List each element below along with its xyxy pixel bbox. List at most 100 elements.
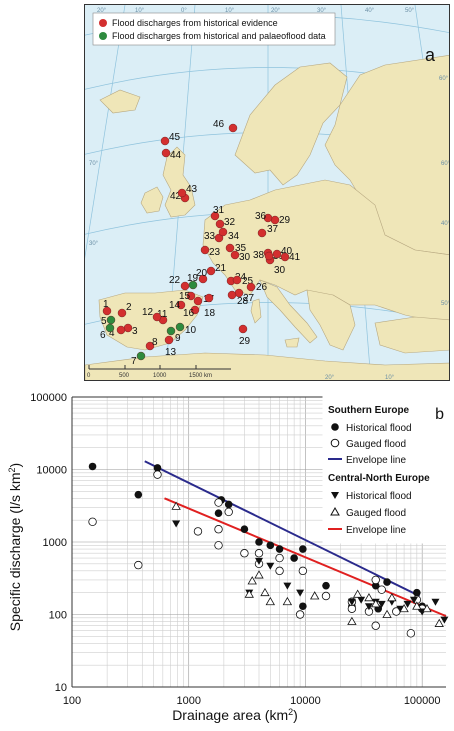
data-point-triangle-down-filled bbox=[403, 600, 412, 608]
flood-site-13-label: 13 bbox=[165, 347, 177, 358]
flood-site-34-marker bbox=[218, 227, 228, 237]
flood-site-26-label: 26 bbox=[256, 282, 268, 293]
data-points bbox=[88, 462, 449, 638]
legend-label-southern-gauged: Gauged flood bbox=[346, 439, 406, 450]
flood-site-1-marker bbox=[102, 306, 112, 316]
flood-site-14-label: 14 bbox=[169, 300, 181, 311]
data-point-triangle-down-filled bbox=[283, 582, 292, 590]
flood-site-7-marker bbox=[136, 351, 146, 361]
y-tick-label: 10 bbox=[55, 682, 67, 694]
flood-site-33-label: 33 bbox=[204, 231, 216, 242]
flood-site-36-marker bbox=[263, 213, 273, 223]
data-point-circle-open bbox=[347, 604, 357, 613]
map-legend: Flood discharges from historical evidenc… bbox=[92, 12, 336, 46]
flood-site-17-marker bbox=[193, 296, 203, 306]
y-tick-label: 10000 bbox=[36, 465, 67, 477]
flood-site-20-marker bbox=[198, 274, 208, 284]
flood-site-21-label: 21 bbox=[215, 263, 227, 274]
data-point-circle-open bbox=[406, 629, 416, 638]
data-point-circle-open bbox=[214, 525, 223, 534]
data-point-triangle-up-open bbox=[265, 596, 276, 606]
legend-label-central-envelope: Envelope line bbox=[346, 525, 406, 536]
data-point-circle-filled bbox=[413, 588, 421, 597]
data-point-circle-filled bbox=[214, 509, 223, 517]
flood-site-20-label: 20 bbox=[196, 268, 208, 279]
graticule-label: 10° bbox=[385, 375, 395, 381]
flood-site-5-marker bbox=[106, 315, 116, 325]
flood-site-44-label: 44 bbox=[170, 150, 182, 161]
flood-site-31-label: 31 bbox=[213, 205, 225, 216]
legend-label-historical: Flood discharges from historical evidenc… bbox=[112, 18, 278, 28]
flood-site-3-label: 3 bbox=[132, 326, 138, 337]
data-point-triangle-up-open bbox=[364, 592, 374, 602]
flood-site-45-marker bbox=[160, 136, 170, 146]
data-point-triangle-up-open bbox=[254, 570, 264, 579]
legend-label-southern-envelope: Envelope line bbox=[346, 455, 406, 466]
flood-site-32-label: 32 bbox=[224, 217, 236, 228]
data-point-triangle-down-filled bbox=[409, 596, 418, 604]
data-point-circle-open bbox=[214, 541, 223, 550]
flood-site-29-marker bbox=[238, 324, 248, 334]
flood-site-12-marker bbox=[152, 312, 162, 322]
graticule-label: 60° bbox=[441, 161, 450, 167]
flood-site-6-label: 6 bbox=[100, 330, 106, 341]
flood-site-26-marker bbox=[246, 282, 256, 292]
flood-site-1-label: 1 bbox=[103, 299, 109, 310]
data-point-triangle-up-open bbox=[371, 599, 381, 608]
flood-site-9-label: 9 bbox=[175, 333, 181, 344]
flood-site-28-marker bbox=[227, 290, 237, 300]
data-point-circle-filled bbox=[299, 545, 307, 553]
data-point-circle-filled bbox=[255, 538, 263, 546]
legend-marker-historical bbox=[99, 19, 107, 27]
x-tick-label: 10000 bbox=[290, 695, 321, 707]
flood-site-33-marker bbox=[214, 233, 224, 243]
graticule-label: 40° bbox=[365, 8, 375, 14]
data-point-triangle-down-filled bbox=[431, 598, 440, 606]
graticule-label: 50° bbox=[441, 301, 450, 307]
flood-site-28-label: 28 bbox=[237, 296, 249, 307]
data-point-circle-filled bbox=[290, 554, 298, 562]
data-point-circle-filled bbox=[383, 578, 391, 586]
flood-site-30-label: 30 bbox=[239, 252, 251, 263]
data-point-triangle-down-filled bbox=[377, 600, 386, 608]
x-tick-label: 100 bbox=[63, 695, 81, 707]
flood-site-44-marker bbox=[161, 148, 171, 158]
data-point-triangle-up-open bbox=[347, 616, 357, 625]
data-point-circle-open bbox=[88, 517, 97, 526]
flood-site-8-label: 8 bbox=[152, 337, 158, 348]
legend-group-southern: Southern Europe bbox=[328, 405, 410, 416]
flood-site-4-marker bbox=[116, 325, 126, 335]
data-point-triangle-down-filled bbox=[255, 557, 263, 565]
chart-legend: Southern Europe Historical flood Gauged … bbox=[322, 396, 452, 544]
legend-label-central-historical: Historical flood bbox=[346, 491, 412, 502]
flood-site-23-label: 23 bbox=[209, 247, 221, 258]
y-axis-label-sup: 2 bbox=[7, 467, 17, 472]
y-axis-label-close: ) bbox=[7, 463, 23, 468]
flood-site-21-marker bbox=[206, 266, 216, 276]
data-point-circle-open bbox=[371, 621, 380, 630]
flood-site-40-marker bbox=[272, 249, 282, 259]
scale-label-1000: 1000 bbox=[153, 373, 167, 379]
flood-site-10-label: 10 bbox=[185, 325, 197, 336]
scale-bar: 0 500 1000 1500 km bbox=[87, 365, 231, 379]
data-point-circle-filled bbox=[371, 581, 380, 590]
data-point-circle-open bbox=[371, 575, 380, 585]
data-point-triangle-up-open bbox=[387, 592, 397, 602]
flood-site-16-marker bbox=[190, 305, 200, 315]
flood-site-11-label: 11 bbox=[157, 309, 168, 320]
flood-site-37-marker bbox=[257, 228, 267, 238]
graticule-label: 60° bbox=[439, 76, 449, 82]
europe-map: 1234567891011121314151617181920212223242… bbox=[85, 5, 450, 381]
data-point-circle-open bbox=[321, 591, 331, 601]
flood-site-16-label: 16 bbox=[183, 308, 195, 319]
flood-site-40-label: 40 bbox=[281, 246, 293, 257]
legend-marker-central-gauged bbox=[330, 506, 340, 516]
data-point-triangle-up-open bbox=[244, 589, 254, 598]
envelope-line-southern bbox=[144, 460, 421, 597]
graticule-label: 10° bbox=[225, 8, 235, 14]
flood-sites: 1234567891011121314151617181920212223242… bbox=[100, 119, 301, 367]
data-point-circle-open bbox=[193, 527, 203, 536]
y-tick-label: 1000 bbox=[43, 537, 67, 549]
graticule-label: 50° bbox=[405, 8, 415, 14]
